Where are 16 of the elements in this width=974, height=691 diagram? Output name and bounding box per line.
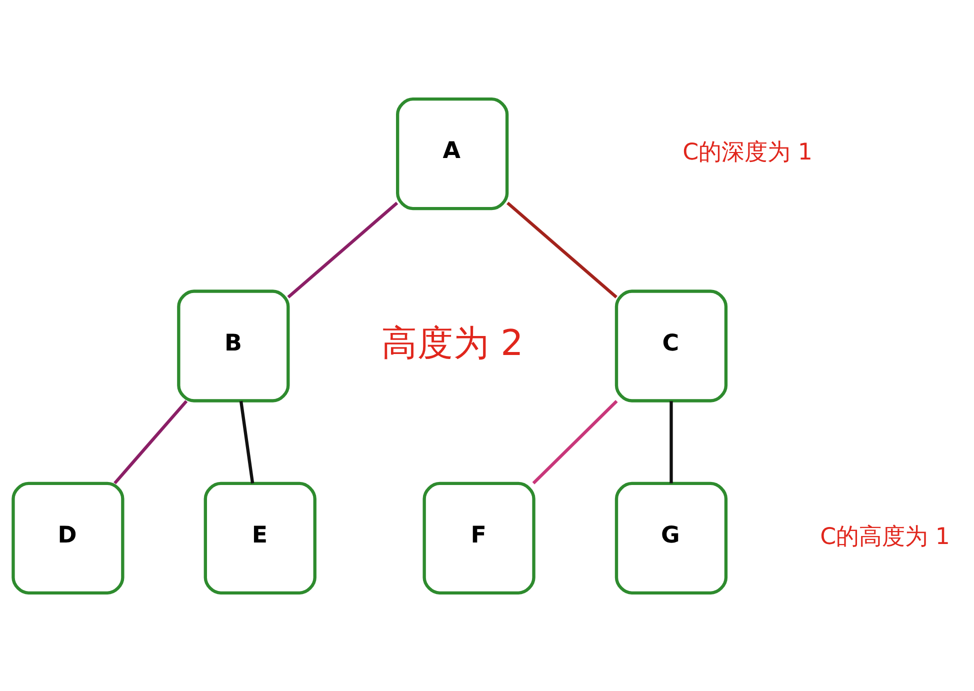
node-box: G: [614, 481, 728, 594]
label: C的高度为 1: [820, 523, 950, 550]
node-box: F: [422, 481, 536, 594]
label: 高度为 2: [381, 322, 524, 364]
node-box: D: [12, 481, 124, 594]
node-box: C: [614, 289, 728, 402]
connector: [506, 201, 618, 298]
connector: [287, 201, 398, 298]
node-box: A: [396, 97, 509, 210]
node-box: E: [204, 481, 316, 594]
connector: [670, 400, 673, 483]
node-box: B: [177, 289, 290, 402]
connector: [532, 399, 618, 484]
label: C的深度为 1: [682, 138, 813, 165]
connector: [239, 400, 254, 483]
connector: [114, 400, 188, 484]
